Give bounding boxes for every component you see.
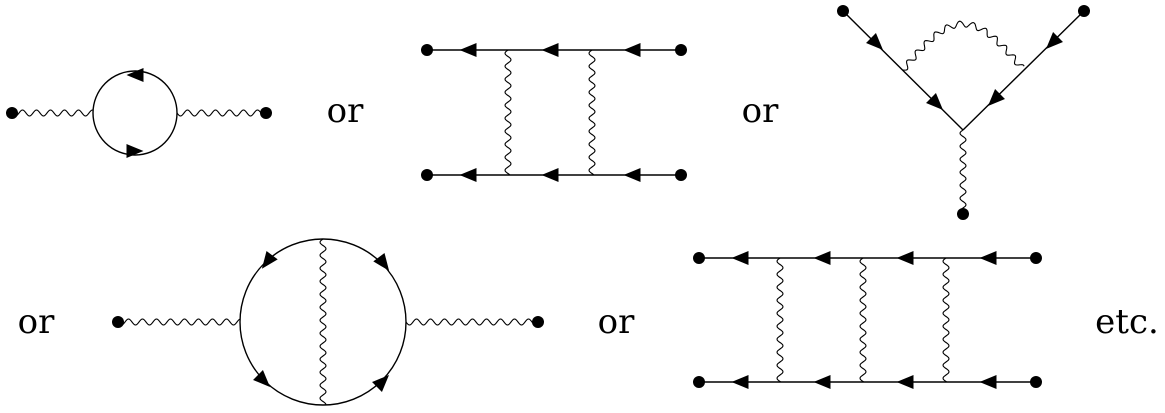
arrow-head [896, 375, 914, 389]
fermion-loop [92, 70, 178, 156]
ladder-diagram-two-rungs [421, 43, 687, 182]
arrow-head [731, 375, 749, 389]
connector-or-1: or [327, 91, 364, 131]
arrow-head [926, 93, 944, 111]
external-vertex [112, 316, 124, 328]
external-vertex [957, 208, 969, 220]
fermion-line [962, 10, 1085, 131]
arrow-head [866, 33, 884, 51]
photon-line [504, 49, 512, 176]
arrow-head [253, 370, 271, 388]
connector-etc: etc. [1095, 302, 1159, 342]
external-vertex [421, 169, 433, 181]
external-vertex [837, 5, 849, 17]
vertex-correction-diagram [837, 5, 1090, 220]
photon-line [942, 257, 950, 383]
external-vertex [1030, 376, 1042, 388]
photon-line [117, 318, 241, 326]
connector-or-2: or [742, 91, 779, 131]
external-vertex [675, 169, 687, 181]
photon-line [959, 129, 967, 215]
bubble-with-exchange-diagram [112, 238, 544, 406]
external-vertex [1078, 5, 1090, 17]
ladder-diagram-three-rungs [693, 251, 1042, 389]
external-vertex [693, 252, 705, 264]
external-vertex [675, 44, 687, 56]
arrow-head [126, 68, 144, 82]
bubble-diagram [6, 68, 272, 158]
photon-line [176, 109, 267, 117]
arrow-head [896, 251, 914, 265]
arrow-head [623, 168, 641, 182]
arrow-head [459, 168, 477, 182]
arrow-head [261, 251, 278, 269]
external-vertex [421, 44, 433, 56]
photon-line [588, 49, 596, 176]
arrow-head [813, 375, 831, 389]
arrow-head [979, 375, 997, 389]
external-vertex [1030, 252, 1042, 264]
arrow-head [372, 374, 390, 392]
connector-or-3: or [18, 302, 55, 342]
photon-line [902, 20, 1025, 71]
external-vertex [532, 316, 544, 328]
arrow-head [541, 43, 559, 57]
external-vertex [693, 376, 705, 388]
photon-line [405, 318, 539, 326]
arrow-head [1045, 32, 1063, 50]
connector-or-4: or [598, 302, 635, 342]
arrow-head [979, 251, 997, 265]
arrow-head [541, 168, 559, 182]
photon-line [776, 257, 784, 383]
arrow-head [126, 144, 144, 158]
external-vertex [6, 107, 18, 119]
arrow-head [731, 251, 749, 265]
arrow-head [373, 253, 390, 271]
photon-line [11, 109, 93, 117]
arrow-head [459, 43, 477, 57]
arrow-head [813, 251, 831, 265]
arrow-head [987, 89, 1005, 107]
external-vertex [260, 107, 272, 119]
photon-line [859, 257, 867, 383]
photon-line [319, 238, 327, 406]
arrow-head [623, 43, 641, 57]
